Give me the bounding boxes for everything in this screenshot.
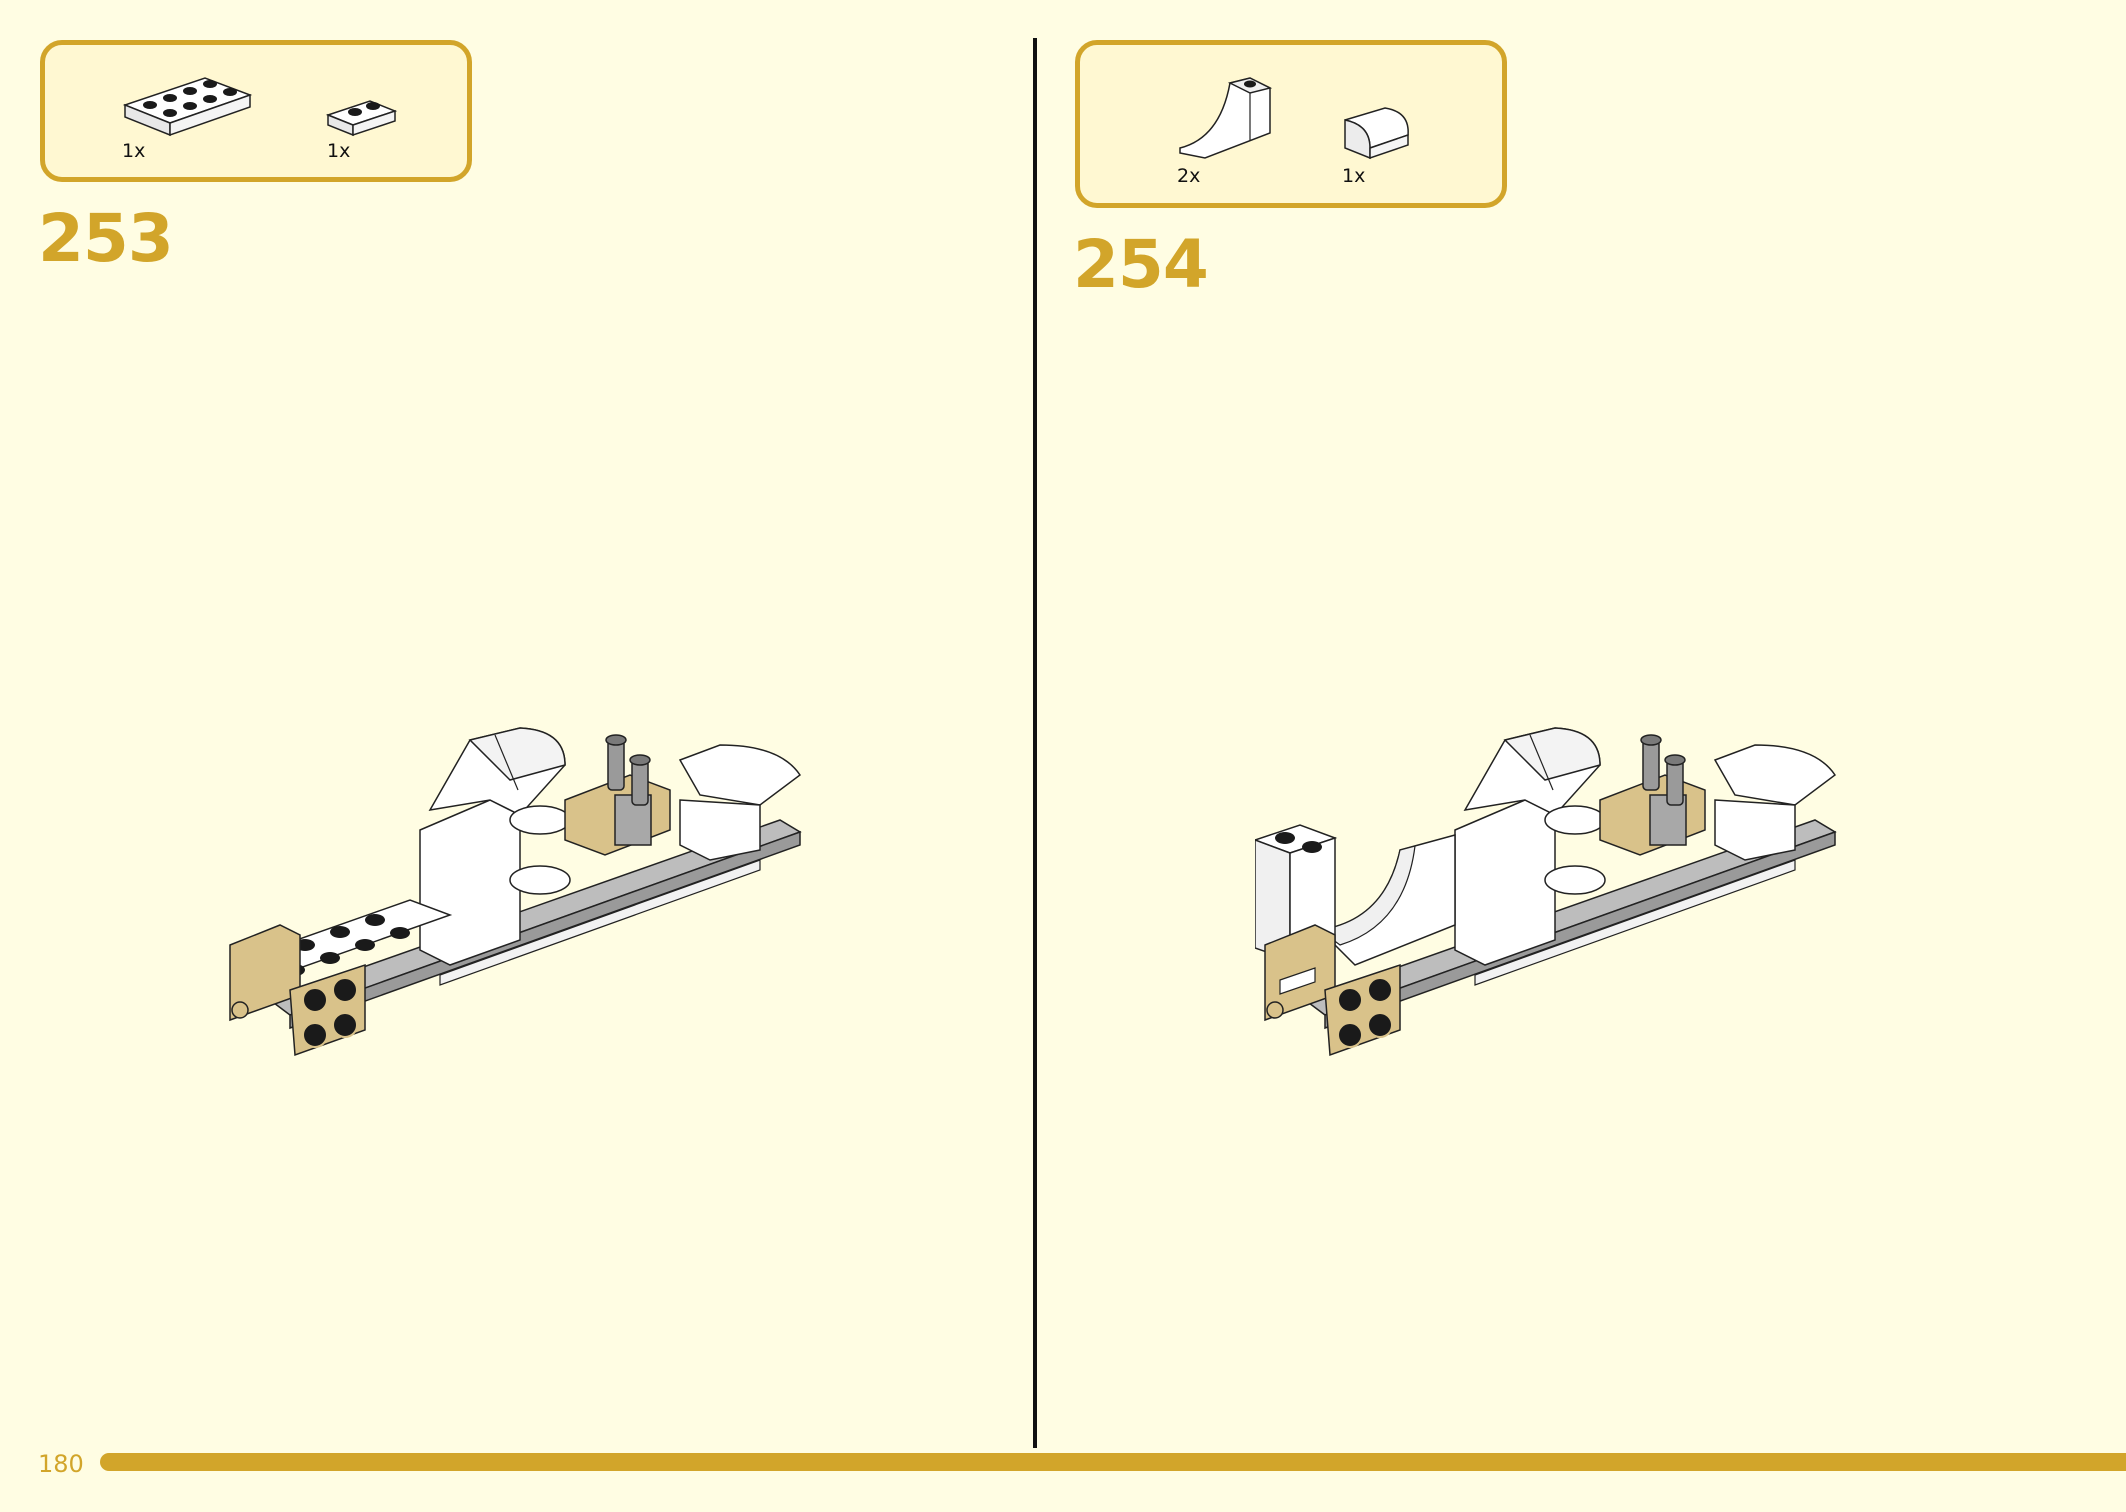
step-number: 254 (1073, 226, 1209, 303)
white-curved-brick-icon (1344, 107, 1409, 160)
part-qty: 1x (327, 140, 351, 162)
white-curved-slope-icon (1179, 77, 1273, 159)
page-divider (1033, 38, 1037, 1448)
progress-bar (100, 1453, 2126, 1471)
page-number: 180 (38, 1450, 84, 1478)
part-qty: 1x (122, 140, 146, 162)
white-plate-1x2-icon (325, 100, 398, 137)
step-number: 253 (38, 200, 174, 277)
white-plate-2x4-icon (122, 77, 253, 137)
parts-callout-253: 1x 1x (40, 40, 472, 182)
model-illustration-253 (229, 727, 802, 1057)
model-illustration-254 (1255, 727, 1837, 1057)
parts-callout-254: 2x 1x (1075, 40, 1507, 208)
part-qty: 1x (1342, 165, 1366, 187)
part-qty: 2x (1177, 165, 1201, 187)
